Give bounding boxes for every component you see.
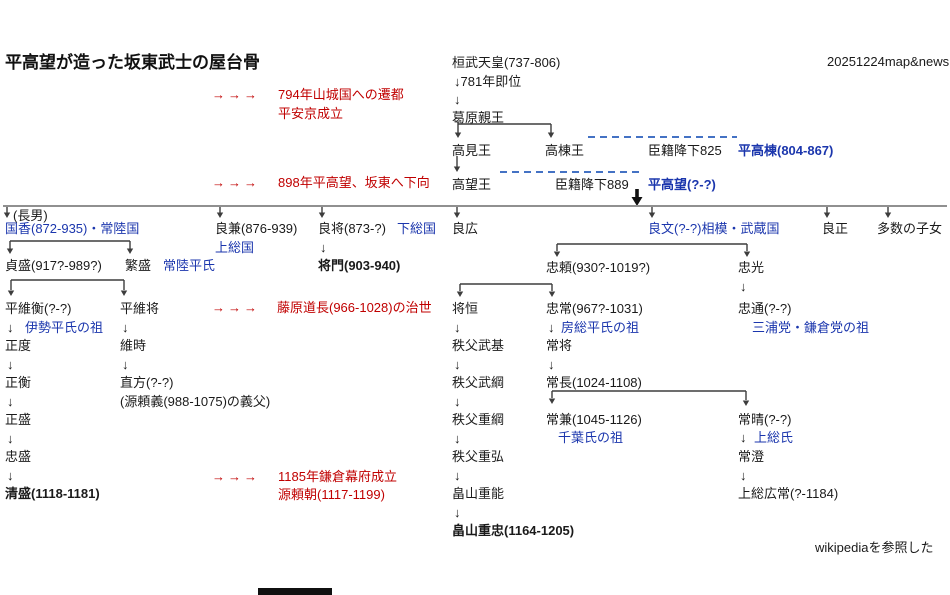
node-kanmu-tenno: 桓武天皇(737-806) <box>452 55 561 70</box>
node-takami-ou: 高見王 <box>452 143 492 158</box>
node-yoshimasa: 良正 <box>822 221 849 236</box>
label-ise-heishi-founder: 伊勢平氏の祖 <box>25 320 104 335</box>
down-arrow-glyph: ↓ <box>454 92 461 107</box>
node-hatakeyama-shigetada: 畠山重忠(1164-1205) <box>452 523 575 538</box>
node-takamune-ou: 高棟王 <box>545 143 585 158</box>
label-shimousa-province: 下総国 <box>397 221 437 236</box>
node-taira-takamune: 平高棟(804-867) <box>738 143 834 158</box>
down-arrow-glyph: ↓ <box>7 320 14 335</box>
node-tsunekane: 常兼(1045-1126) <box>546 412 642 427</box>
node-yoshifumi: 良文(?-?)相模・武蔵国 <box>648 221 780 236</box>
node-masahira: 正衡 <box>5 375 32 390</box>
node-tsunemasa: 常将 <box>546 338 573 353</box>
node-tadamori: 忠盛 <box>5 449 32 464</box>
label-chiba-founder: 千葉氏の祖 <box>558 430 624 445</box>
node-masatsune: 将恒 <box>452 301 479 316</box>
down-arrow-glyph: ↓ <box>7 431 14 446</box>
down-arrow-glyph: ↓ <box>454 320 461 335</box>
node-korehira: 平維衡(?-?) <box>5 301 72 316</box>
node-yoshimasa-shimousa: 良将(873-?) <box>318 221 386 236</box>
node-yoshihiro: 良広 <box>452 221 479 236</box>
node-koretoki: 維時 <box>120 338 147 353</box>
down-arrow-glyph: ↓ <box>122 320 129 335</box>
node-masakado: 将門(903-940) <box>318 258 401 273</box>
note-michinaga-line1: 藤原道長(966-1028)の治世 <box>277 300 432 315</box>
down-arrow-glyph: ↓ <box>7 468 14 483</box>
down-arrow-glyph: ↓ <box>454 394 461 409</box>
label-kazusa-province: 上総国 <box>215 240 255 255</box>
node-kazusa-hirotsune: 上総広常(?-1184) <box>738 486 839 501</box>
node-tadayori: 忠頼(930?-1019?) <box>546 260 651 275</box>
down-arrow-glyph: ↓ <box>454 505 461 520</box>
node-takamochi-ou: 高望王 <box>452 177 492 192</box>
note-1185-line1: 1185年鎌倉幕府成立 <box>278 469 397 484</box>
node-tadamitsu: 忠光 <box>738 260 765 275</box>
node-tsuneharu: 常晴(?-?) <box>738 412 792 427</box>
note-michinaga-arrows: →→→ <box>212 300 260 315</box>
note-898-arrows: →→→ <box>212 175 260 190</box>
node-yoshikane: 良兼(876-939) <box>215 221 298 236</box>
down-arrow-glyph: ↓ <box>320 240 327 255</box>
down-arrow-glyph: ↓ <box>7 394 14 409</box>
note-794-line2: 平安京成立 <box>278 106 344 121</box>
note-898-line1: 898年平高望、坂東へ下向 <box>278 175 430 190</box>
down-arrow-glyph: ↓ <box>740 468 747 483</box>
label-kazusa-clan: 上総氏 <box>754 430 794 445</box>
down-arrow-glyph: ↓ <box>740 430 747 445</box>
down-arrow-glyph: ↓ <box>454 468 461 483</box>
descent-781-label: ↓781年即位 <box>454 74 522 89</box>
node-tadatsune: 忠常(967?-1031) <box>546 301 643 316</box>
label-chonan: (長男) <box>13 208 48 223</box>
label-yoriyoshi-note: (源頼義(988-1075)の義父) <box>120 394 271 409</box>
label-shinseki-889: 臣籍降下889 <box>555 177 629 192</box>
node-tsunezumi: 常澄 <box>738 449 765 464</box>
node-shigemori: 繁盛 <box>125 258 152 273</box>
label-many-children: 多数の子女 <box>877 221 943 236</box>
label-shinseki-825: 臣籍降下825 <box>648 143 722 158</box>
down-arrow-glyph: ↓ <box>548 320 555 335</box>
down-arrow-glyph: ↓ <box>122 357 129 372</box>
node-tadamichi: 忠通(?-?) <box>738 301 792 316</box>
note-794-arrows: →→→ <box>212 87 260 102</box>
down-arrow-glyph: ↓ <box>548 357 555 372</box>
node-kiyomori: 清盛(1118-1181) <box>5 486 100 501</box>
source-note: wikipediaを参照した <box>815 540 934 555</box>
node-taira-takamochi: 平高望(?-?) <box>648 177 716 192</box>
node-kazurahara-shinno: 葛原親王 <box>452 110 505 125</box>
node-masamori: 正盛 <box>5 412 32 427</box>
node-tsunenaga: 常長(1024-1108) <box>546 375 642 390</box>
node-kunika: 国香(872-935)・常陸国 <box>5 221 140 236</box>
node-koremasa: 平維将 <box>120 301 160 316</box>
node-chichibu-shigetsuna: 秩父重綱 <box>452 412 505 427</box>
page-title: 平高望が造った坂東武士の屋台骨 <box>5 53 260 72</box>
down-arrow-glyph: ↓ <box>454 431 461 446</box>
bottom-black-bar <box>258 588 332 595</box>
label-hitachi-heishi: 常陸平氏 <box>163 258 216 273</box>
node-hatakeyama-shigeyoshi: 畠山重能 <box>452 486 505 501</box>
label-boso-heishi-founder: 房総平氏の祖 <box>561 320 640 335</box>
node-masasada: 正度 <box>5 338 32 353</box>
note-794-line1: 794年山城国への遷都 <box>278 87 404 102</box>
down-arrow-glyph: ↓ <box>740 279 747 294</box>
down-arrow-glyph: ↓ <box>7 357 14 372</box>
channel-credit: 20251224map&news <box>827 54 950 69</box>
down-arrow-glyph: ↓ <box>454 357 461 372</box>
label-miura-kamakura-founder: 三浦党・鎌倉党の祖 <box>752 320 870 335</box>
note-1185-arrows: →→→ <box>212 469 260 484</box>
node-chichibu-takemoto: 秩父武基 <box>452 338 505 353</box>
node-sadamori: 貞盛(917?-989?) <box>5 258 102 273</box>
node-chichibu-shigehiro: 秩父重弘 <box>452 449 505 464</box>
node-chichibu-taketsuna: 秩父武綱 <box>452 375 505 390</box>
note-1185-line2: 源頼朝(1117-1199) <box>278 487 385 502</box>
node-naokata: 直方(?-?) <box>120 375 174 390</box>
